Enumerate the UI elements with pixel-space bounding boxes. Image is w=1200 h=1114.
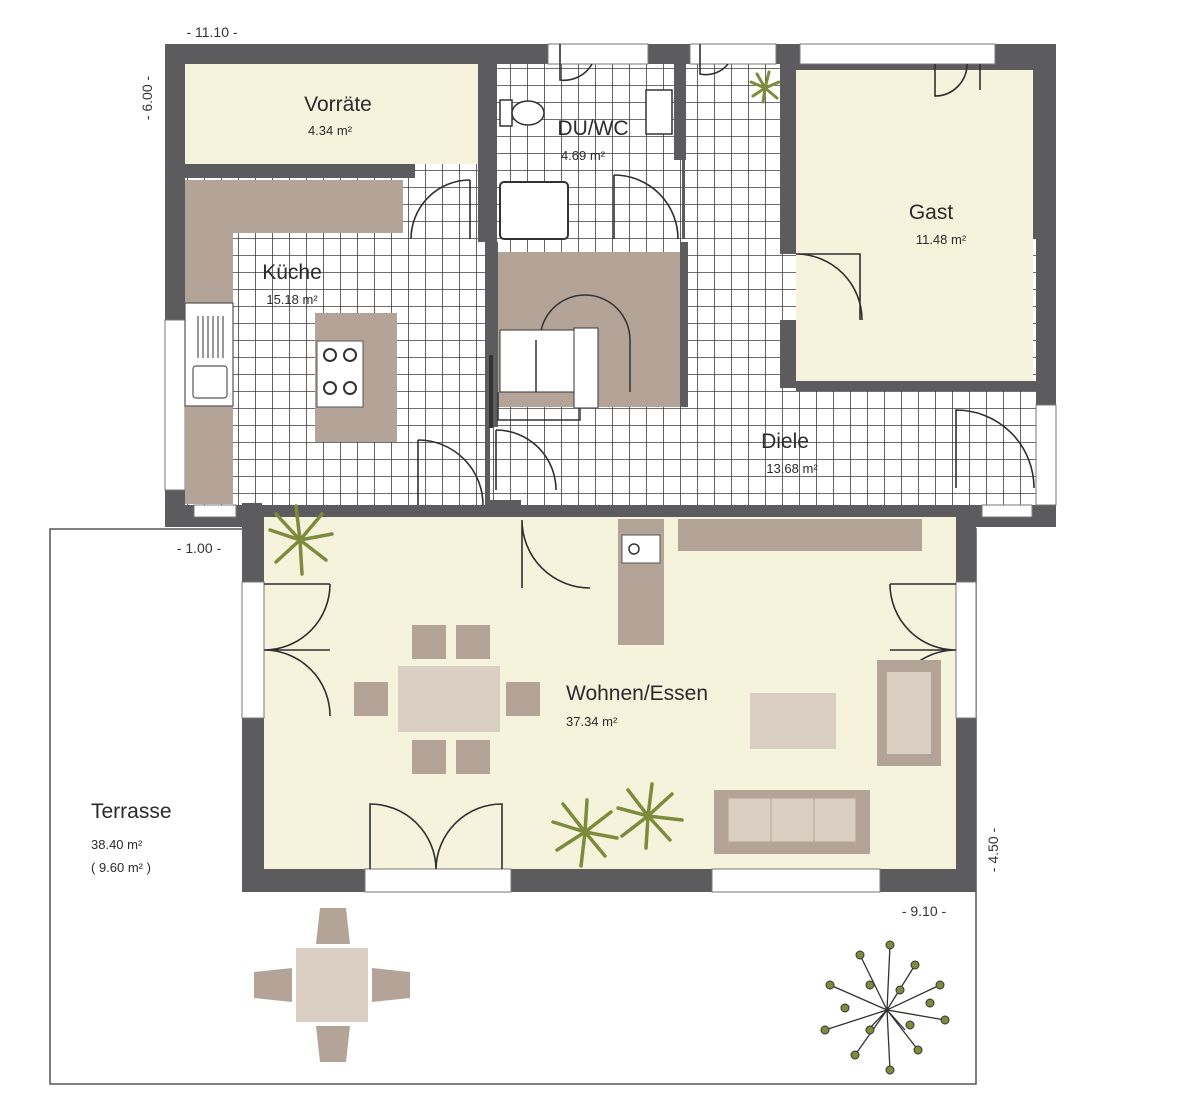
wall [796, 381, 1036, 391]
dimension-top-width: - 11.10 - [186, 24, 237, 40]
appliance-dial [628, 543, 640, 555]
shower-tray [499, 181, 569, 240]
floor-vorraete [185, 64, 478, 164]
room-area-gast: 11.48 m² [916, 232, 967, 247]
wall [485, 500, 521, 517]
shrub-berries [820, 940, 950, 1075]
room-area-diele: 13.68 m² [766, 461, 818, 476]
room-area-vorraete: 4.34 m² [308, 123, 353, 138]
wall [780, 320, 796, 388]
room-area-terrasse: 38.40 m² [91, 837, 143, 852]
washbasin [645, 89, 673, 135]
plant-icon [616, 782, 684, 850]
room-area-terrasse-note: ( 9.60 m² ) [91, 860, 151, 875]
sideboard [678, 519, 922, 551]
room-name-wohnen: Wohnen/Essen [566, 682, 708, 705]
room-name-vorraete: Vorräte [304, 93, 372, 116]
plant-icon [268, 504, 334, 576]
dining-table [398, 666, 500, 732]
wall [674, 64, 686, 160]
kitchen-sink-drainer [197, 316, 224, 358]
kitchen-counter [185, 180, 403, 303]
wall [242, 503, 262, 523]
appliance [621, 534, 661, 564]
wall [590, 505, 956, 517]
dimension-bottom-width: - 9.10 - [902, 903, 947, 919]
coffee-table [750, 693, 836, 749]
terrace-table [296, 948, 368, 1022]
kitchen-sink [192, 365, 228, 399]
plant-icon [551, 798, 619, 868]
sofa-cushions [727, 797, 857, 843]
windows [164, 43, 1057, 893]
dimension-left-height: - 6.00 - [139, 75, 155, 120]
toilet [499, 99, 545, 127]
dimension-right-height: - 4.50 - [985, 827, 1001, 872]
room-name-duwc: DU/WC [557, 117, 628, 140]
wall [680, 242, 688, 407]
wall [185, 164, 415, 178]
dimension-terrace-offset: - 1.00 - [177, 540, 222, 556]
wall [488, 242, 498, 427]
armchair-seat [887, 672, 931, 754]
room-name-gast: Gast [909, 201, 954, 224]
stair-core [573, 327, 599, 409]
wall [478, 64, 497, 242]
room-area-kueche: 15.18 m² [266, 292, 318, 307]
room-name-diele: Diele [761, 430, 809, 453]
terrace-chairs [254, 908, 410, 1062]
kitchen-counter [185, 406, 233, 504]
doors [263, 44, 1035, 870]
cooktop-burners [323, 348, 357, 395]
room-name-terrasse: Terrasse [91, 800, 172, 823]
floor-hall-tiles [685, 64, 787, 249]
room-area-wohnen: 37.34 m² [566, 714, 618, 729]
stair-landing [499, 329, 581, 393]
dining-chairs [354, 625, 540, 774]
floor-gast [796, 70, 1033, 381]
wall [780, 64, 796, 254]
cooktop [316, 340, 364, 408]
room-area-duwc: 4.69 m² [561, 148, 606, 163]
plant-icon [749, 70, 781, 104]
room-name-kueche: Küche [262, 261, 322, 284]
